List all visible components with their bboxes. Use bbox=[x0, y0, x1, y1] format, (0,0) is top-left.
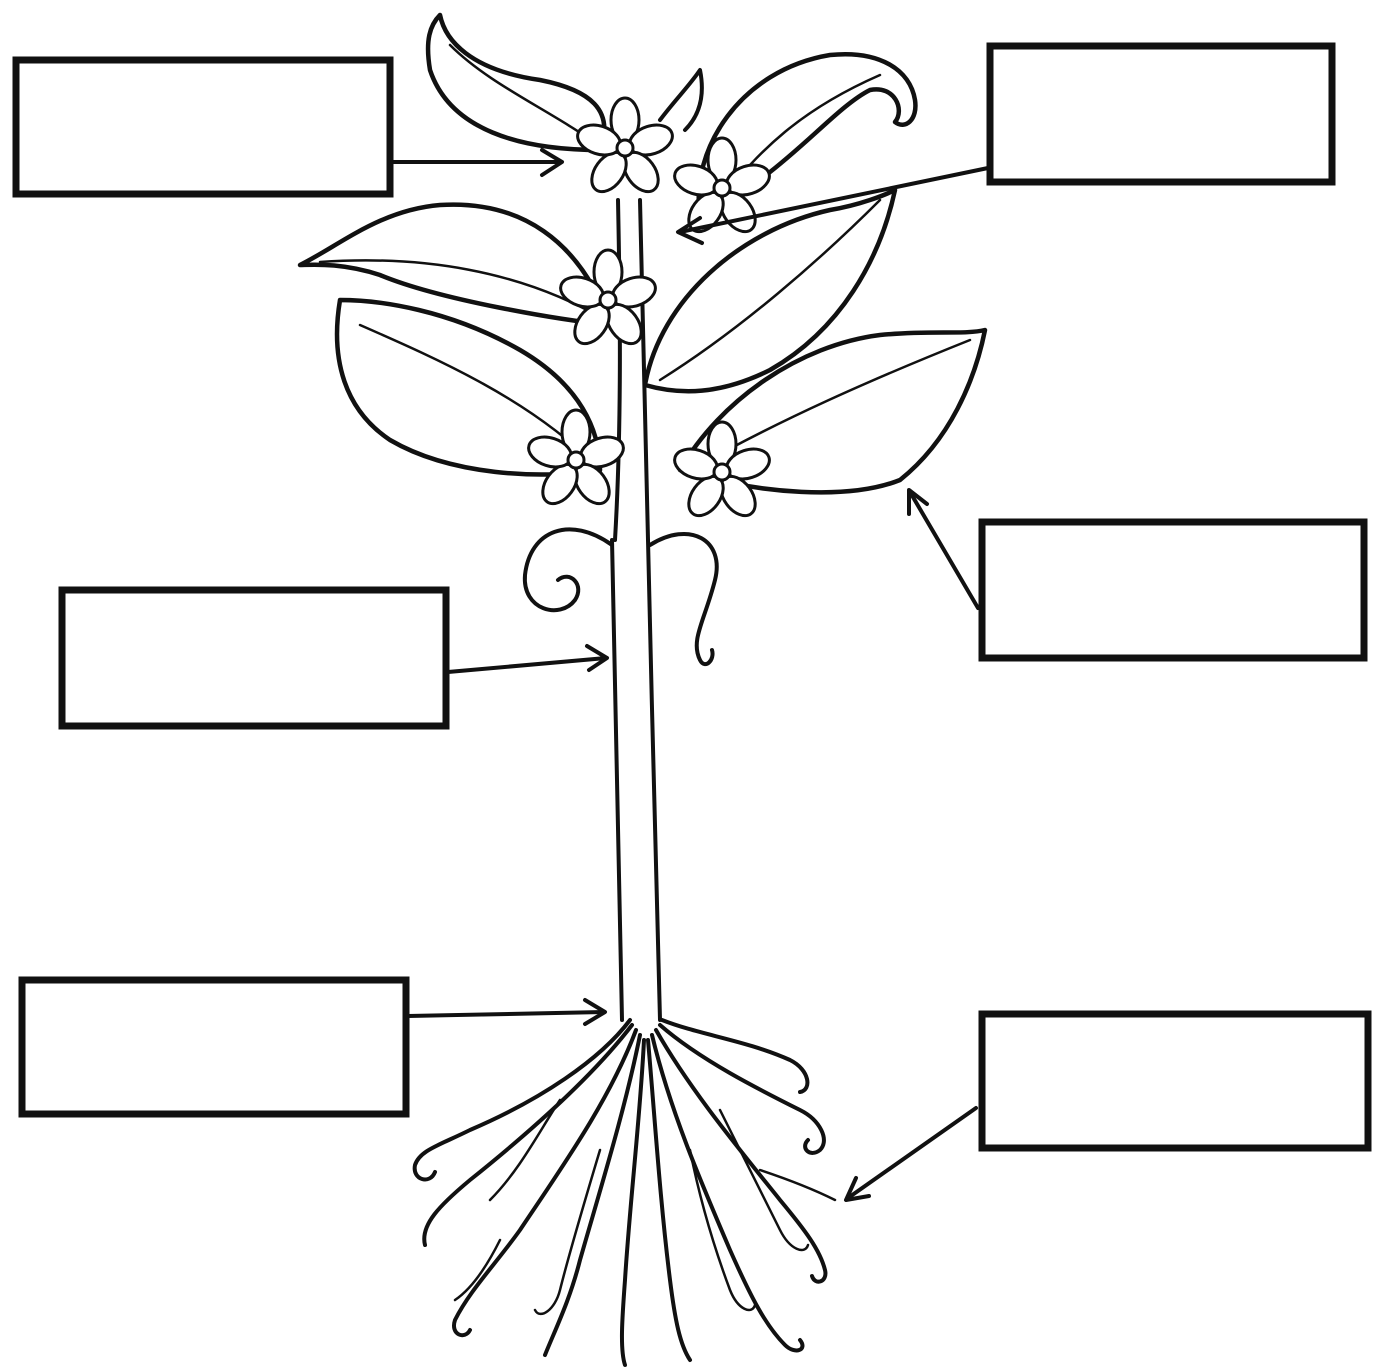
label-box-mid-right[interactable] bbox=[982, 522, 1364, 658]
flower-bud bbox=[660, 70, 702, 130]
label-box-top-left[interactable] bbox=[16, 60, 390, 194]
label-box-bottom-right[interactable] bbox=[982, 1014, 1368, 1148]
label-box-top-right[interactable] bbox=[990, 46, 1332, 182]
arrow-bottom-right bbox=[846, 1108, 976, 1200]
tendril-right bbox=[650, 534, 717, 664]
tendril-left bbox=[525, 529, 612, 610]
arrow-bottom-left bbox=[408, 1000, 605, 1024]
arrow-mid-left bbox=[448, 646, 607, 672]
arrow-top-left bbox=[392, 150, 562, 175]
label-box-bottom-left[interactable] bbox=[22, 980, 406, 1114]
leaf-top-left bbox=[428, 15, 604, 150]
label-box-mid-left[interactable] bbox=[62, 590, 446, 726]
roots bbox=[415, 1020, 835, 1365]
arrow-mid-right bbox=[909, 490, 978, 608]
